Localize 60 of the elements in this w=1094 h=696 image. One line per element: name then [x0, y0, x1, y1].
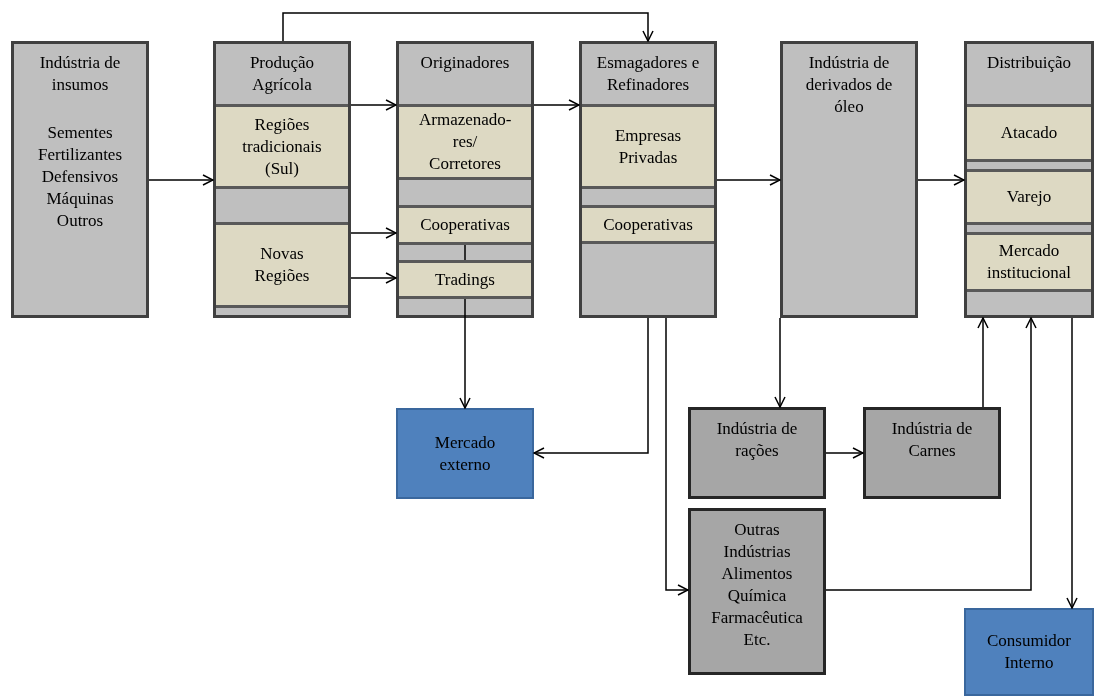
box-label: Outras Indústrias Alimentos Química Farmacêutica Etc.: [710, 519, 804, 651]
arrow: [533, 317, 649, 459]
connector-line: [464, 244, 466, 261]
arrow: [825, 317, 1037, 591]
arrow: [917, 174, 965, 186]
stage-box: [396, 41, 534, 318]
box-label: Varejo: [1006, 186, 1052, 208]
arrow: [774, 317, 786, 408]
box-label: Empresas Privadas: [613, 124, 683, 169]
item-list: Sementes Fertilizantes Defensivos Máquinas Outros: [30, 122, 130, 232]
segment-box: [216, 222, 348, 308]
box-label: Mercado institucional: [985, 240, 1072, 284]
stage-box: [780, 41, 918, 318]
arrow: [459, 298, 471, 409]
segment-box: [399, 205, 531, 245]
stage-box: [11, 41, 149, 318]
box-heading: Produção Agrícola: [248, 52, 316, 96]
stage-box: [964, 41, 1094, 318]
box-label: Cooperativas: [420, 214, 510, 236]
box-label: Regiões tradicionais (Sul): [241, 113, 323, 180]
box-label: Indústria de insumos: [38, 52, 122, 96]
box-label: Indústria de rações: [715, 418, 799, 462]
box-heading: Distribuição: [986, 52, 1071, 74]
arrow: [350, 272, 397, 284]
stage-box: [579, 41, 717, 318]
segment-box: [582, 205, 714, 244]
arrow: [825, 447, 864, 459]
segment-box: [399, 104, 531, 180]
box-label: Mercado externo: [433, 431, 497, 476]
box-label: Armazenado- res/ Corretores: [419, 109, 511, 175]
industry-box: [688, 508, 826, 675]
box-label: Indústria de derivados de óleo: [804, 52, 894, 118]
industry-box: [688, 407, 826, 499]
box-label: Cooperativas: [603, 213, 693, 236]
box-label: Atacado: [1000, 122, 1058, 144]
segment-box: [967, 232, 1091, 292]
box-heading: Esmagadores e Refinadores: [595, 52, 701, 96]
arrow: [716, 174, 781, 186]
stage-box: [213, 41, 351, 318]
market-box: [964, 608, 1094, 696]
industry-box: [863, 407, 1001, 499]
arrow: [350, 99, 397, 111]
segment-box: [216, 104, 348, 189]
segment-box: [967, 169, 1091, 225]
box-label: Tradings: [435, 268, 495, 291]
arrow: [148, 174, 214, 186]
segment-box: [399, 260, 531, 299]
box-label: Novas Regiões: [253, 243, 311, 287]
arrow: [1066, 317, 1078, 609]
segment-box: [582, 104, 714, 189]
arrow: [533, 99, 580, 111]
market-box: [396, 408, 534, 499]
box-label: Indústria de Carnes: [890, 418, 974, 462]
box-heading: Originadores: [420, 52, 510, 74]
arrow: [350, 227, 397, 239]
arrow: [282, 12, 654, 42]
arrow: [665, 317, 689, 596]
arrow: [977, 317, 989, 408]
segment-box: [967, 104, 1091, 162]
box-label: Consumidor Interno: [985, 630, 1073, 674]
